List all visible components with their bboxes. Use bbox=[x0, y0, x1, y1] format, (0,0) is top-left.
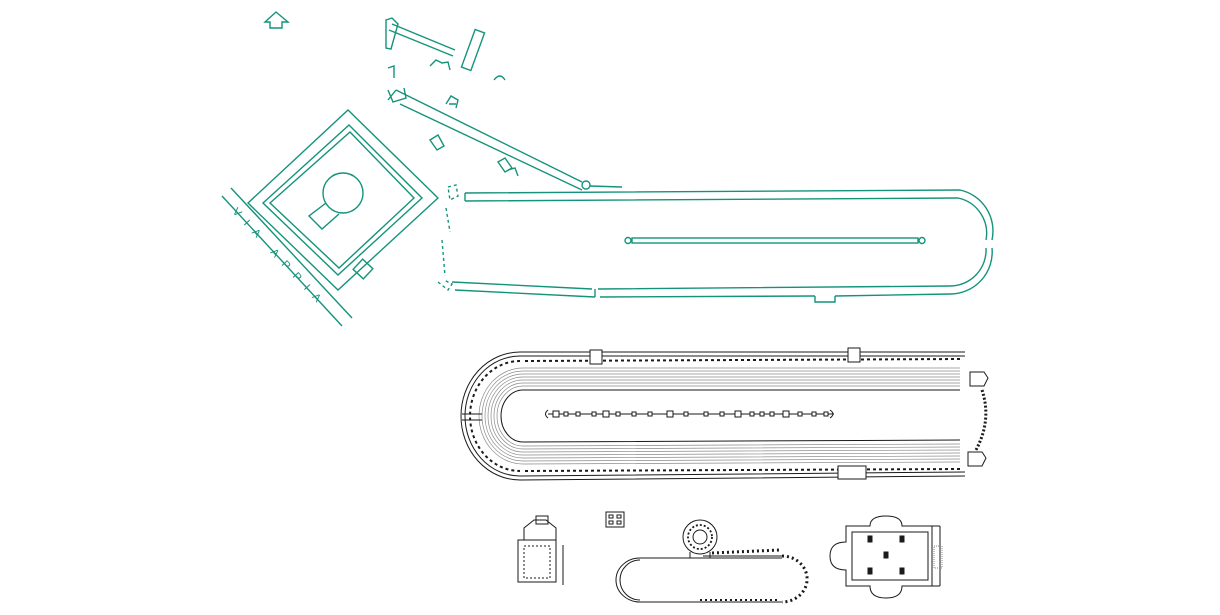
spina-monument bbox=[811, 411, 817, 417]
spina-monument bbox=[749, 411, 755, 417]
spina-monument bbox=[823, 411, 829, 417]
circus-stair-tower bbox=[837, 465, 867, 480]
circus-spina bbox=[624, 236, 926, 245]
spina-monument bbox=[703, 411, 709, 417]
circus-of-maxentius bbox=[437, 184, 994, 303]
spina-monument bbox=[797, 411, 803, 417]
circus-south-wall bbox=[454, 247, 993, 298]
villa-ruins bbox=[385, 17, 506, 151]
circus-outer-wall bbox=[460, 351, 966, 481]
mausoleum-rotunda bbox=[322, 172, 364, 214]
villa-hall bbox=[460, 28, 486, 72]
mausoleum-entrance bbox=[352, 258, 374, 280]
spina-monument bbox=[719, 411, 725, 417]
small-circus-plan bbox=[615, 519, 809, 604]
villa-portico bbox=[387, 89, 623, 191]
via-appia-road bbox=[221, 187, 353, 327]
circus-gate bbox=[814, 296, 836, 303]
spina-monument bbox=[631, 411, 637, 417]
circus-cavea-rows bbox=[478, 367, 961, 465]
spina-monument bbox=[602, 410, 610, 418]
spina-monument bbox=[782, 410, 790, 418]
spina-monument bbox=[683, 411, 689, 417]
spina-monuments bbox=[552, 410, 829, 418]
mausoleum-pronaos bbox=[307, 202, 340, 230]
square-tomb-plan bbox=[605, 511, 625, 528]
spina-monument bbox=[759, 411, 765, 417]
spina-monument bbox=[666, 410, 674, 418]
spina-monument bbox=[647, 411, 653, 417]
circus-spina-black bbox=[545, 409, 834, 419]
spina-monument bbox=[769, 411, 775, 417]
spina-monument bbox=[734, 410, 742, 418]
circus-north-wall bbox=[464, 189, 994, 241]
villa-cross-plan bbox=[829, 515, 943, 599]
apsidal-building-plan bbox=[517, 515, 564, 585]
small-plans bbox=[517, 511, 943, 604]
small-circus-rotunda bbox=[682, 519, 718, 558]
spina-monument bbox=[591, 411, 597, 417]
small-circus-chambers bbox=[711, 548, 781, 555]
site-plan-teal: VIA APPIA bbox=[221, 11, 994, 327]
circus-stair-tower bbox=[589, 349, 603, 365]
circus-plan-black bbox=[460, 347, 989, 481]
spina-monument bbox=[552, 410, 560, 418]
spina-monument bbox=[575, 411, 581, 417]
spina-monument bbox=[563, 411, 569, 417]
circus-stair-tower bbox=[847, 347, 861, 363]
circus-carceres-black bbox=[967, 371, 989, 467]
spina-monument bbox=[615, 411, 621, 417]
circus-arena-edge bbox=[500, 389, 961, 443]
mausoleum-enclosure bbox=[246, 109, 440, 291]
circus-carceres bbox=[437, 184, 459, 292]
north-arrow-icon bbox=[263, 11, 290, 29]
